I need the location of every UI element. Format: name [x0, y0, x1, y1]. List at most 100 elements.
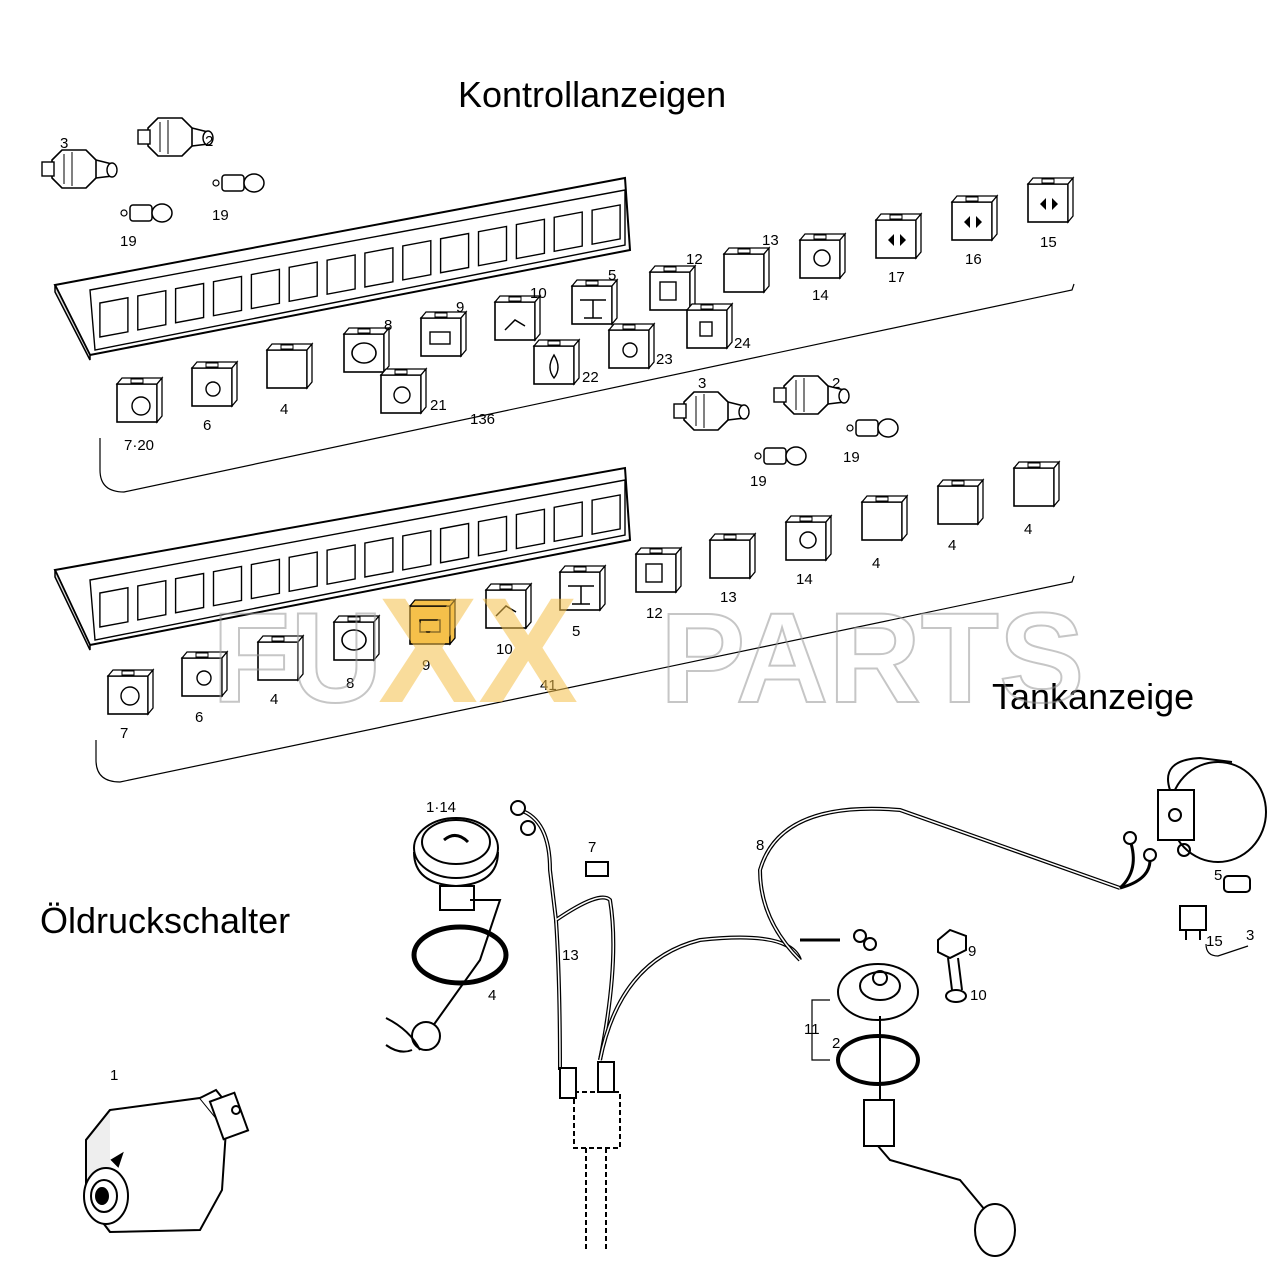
callout-tank-socket: 15 — [1206, 933, 1223, 950]
callout-upper-3: 3 — [60, 135, 68, 152]
callout-tank-cable: 8 — [756, 837, 764, 854]
lower-headlight-icon — [799, 531, 817, 549]
callout-lower-2: 2 — [832, 375, 840, 392]
panel-slot — [288, 261, 318, 303]
gauge-bulb-5 — [1223, 875, 1251, 893]
callout-upper-4: 4 — [280, 401, 288, 418]
panel-slot — [439, 232, 470, 274]
lower-lamp-4d — [1013, 461, 1060, 507]
callout-tank-sender: 11 — [804, 1021, 820, 1038]
callout-upper-15: 15 — [1040, 234, 1057, 251]
oil-pressure-switch — [83, 1088, 250, 1234]
callout-upper-10: 10 — [530, 285, 547, 302]
tank-cap — [413, 817, 499, 911]
panel-slot — [439, 522, 470, 564]
lower-lamp-14 — [785, 515, 832, 561]
lower-lamp-7 — [107, 669, 154, 715]
heading-tankanzeige: Tankanzeige — [992, 676, 1195, 717]
panel-slot — [137, 579, 167, 621]
sender-oring-2 — [836, 1034, 920, 1086]
callout-upper-6: 6 — [203, 417, 211, 434]
lower-oil-can-icon — [495, 605, 517, 617]
upper-lamp-14 — [799, 233, 846, 279]
coolant-icon — [549, 353, 559, 380]
turn-signal-trailer-icon — [964, 216, 982, 228]
harness-plug-7 — [585, 861, 609, 877]
panel-slot — [174, 282, 205, 324]
callout-upper-7-20: 7·20 — [124, 437, 154, 454]
lower-bulb-holder-3 — [673, 391, 750, 431]
upper-lamp-13 — [723, 247, 770, 293]
callout-tank-plug: 7 — [588, 839, 596, 856]
lower-panel-slots — [99, 494, 621, 628]
callout-lower-19b: 19 — [843, 449, 860, 466]
panel-slot — [553, 501, 583, 543]
callout-lower-4d: 4 — [1024, 521, 1032, 538]
callout-upper-5: 5 — [608, 267, 616, 284]
upper-lamp-16 — [951, 195, 998, 241]
tank-bolt-9 — [937, 928, 967, 991]
fuel-gauge — [1157, 756, 1267, 863]
callout-lower-5: 5 — [572, 623, 580, 640]
panel-slot — [553, 211, 583, 253]
panel-slot — [288, 551, 318, 593]
lower-lamp-4c — [937, 479, 984, 525]
upper-lamp-6 — [191, 361, 238, 407]
callout-upper-13: 13 — [762, 232, 779, 249]
upper-panel-slots — [99, 204, 621, 338]
callout-lower-4b: 4 — [872, 555, 880, 572]
upper-lamp-9 — [420, 311, 467, 357]
brake-icon — [393, 386, 411, 404]
callout-upper-9: 9 — [456, 299, 464, 316]
panel-slot — [515, 508, 546, 550]
panel-slot — [250, 558, 281, 600]
lower-glow-plug-icon — [341, 629, 367, 651]
heading-kontrollanzeigen: Kontrollanzeigen — [458, 74, 727, 115]
callout-lower-14: 14 — [796, 571, 813, 588]
upper-lamp-4 — [266, 343, 313, 389]
callout-oil-switch: 1 — [110, 1067, 118, 1084]
panel-slot — [212, 565, 243, 607]
upper-lamp-24 — [686, 303, 733, 349]
oil-can-icon — [504, 319, 526, 331]
panel-slot — [477, 515, 508, 557]
battery-icon — [429, 331, 451, 345]
callout-upper-19a: 19 — [120, 233, 137, 250]
panel-slot — [591, 494, 621, 536]
lower-lamp-12 — [635, 547, 682, 593]
upper-lamp-12 — [649, 265, 696, 311]
lower-axle-icon — [568, 585, 594, 605]
group-number-41: 41 — [540, 677, 557, 694]
callout-lower-3: 3 — [698, 375, 706, 392]
lower-bracket-line — [95, 575, 1075, 783]
lower-lamp-9 — [408, 598, 457, 646]
callout-tank-seal: 4 — [488, 987, 496, 1004]
callout-tank-washer: 10 — [970, 987, 987, 1004]
upper-bulb-19a — [120, 203, 173, 223]
panel-slot — [364, 536, 394, 578]
lower-battery-icon — [419, 619, 441, 633]
callout-lower-9: 9 — [422, 657, 430, 674]
lower-parking-brake-icon — [120, 686, 140, 706]
panel-slot — [326, 254, 356, 296]
panel-slot — [515, 218, 546, 260]
upper-lamp-10 — [494, 295, 541, 341]
upper-bracket-line — [99, 283, 1075, 493]
panel-slot — [402, 239, 432, 281]
watermark-fu: FU — [212, 587, 383, 730]
glow-plug-icon — [351, 342, 377, 364]
callout-lower-13: 13 — [720, 589, 737, 606]
watermark-parts: PARTS — [660, 587, 1084, 730]
turn-signal-icon — [888, 234, 906, 246]
upper-lamp-21 — [380, 368, 427, 414]
callout-lower-6: 6 — [195, 709, 203, 726]
tank-gauge-assembly — [385, 756, 1267, 1257]
callout-lower-4a: 4 — [270, 691, 278, 708]
callout-upper-21: 21 — [430, 397, 447, 414]
panel-slot — [174, 572, 205, 614]
light-icon — [205, 381, 221, 397]
transmission-icon — [622, 342, 638, 358]
lower-panel-assembly: 3 2 19 19 7 6 4 8 9 10 5 12 13 14 4 4 4 … — [53, 375, 1075, 783]
callout-upper-19b: 19 — [212, 207, 229, 224]
